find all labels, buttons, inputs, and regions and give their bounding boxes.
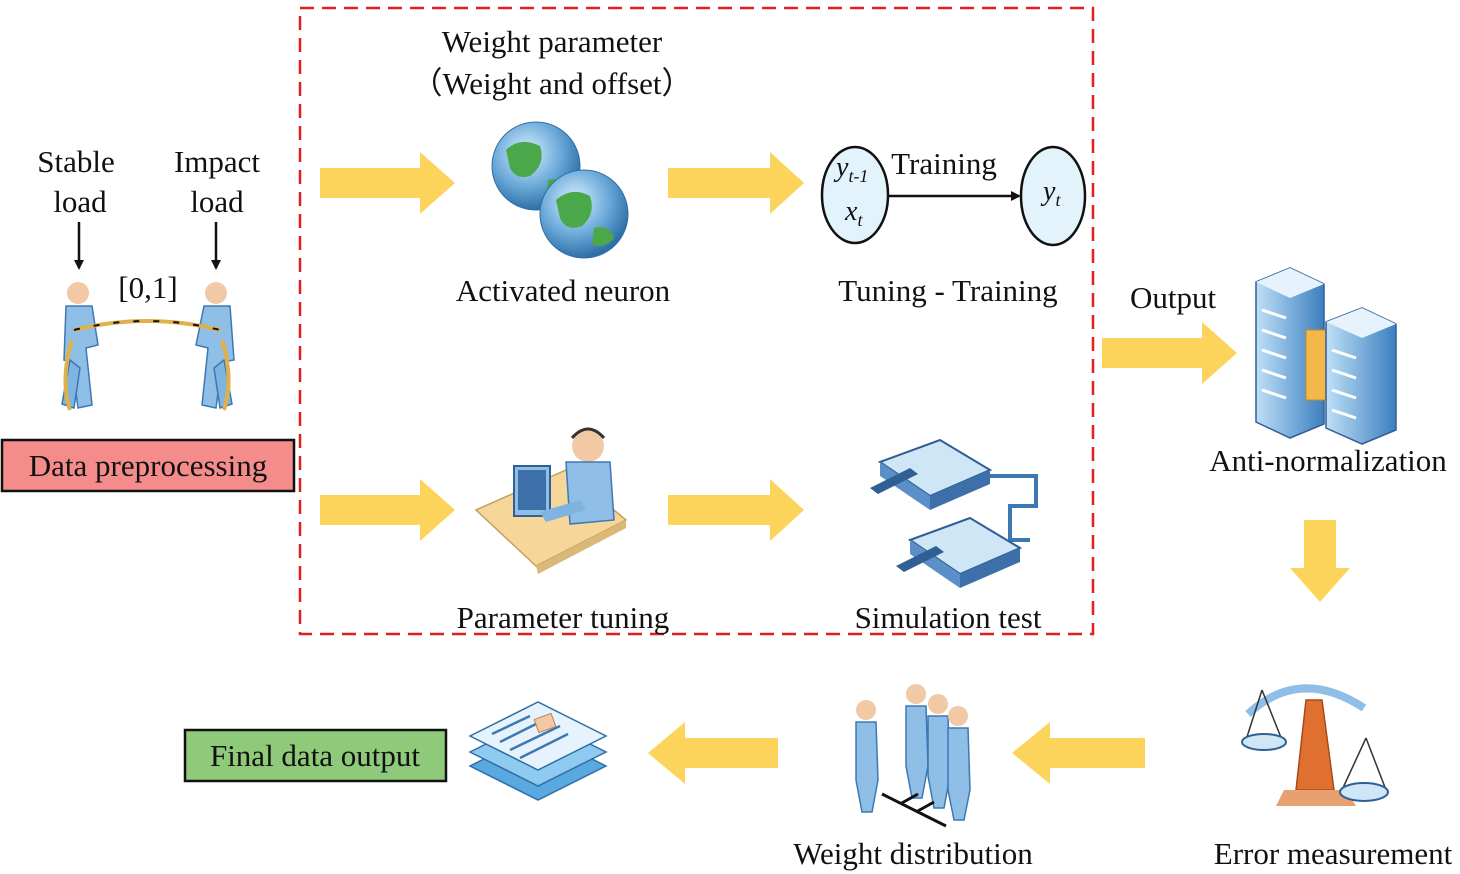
input-node xyxy=(820,145,890,245)
data-preprocessing-label: Data preprocessing xyxy=(29,448,267,483)
y-t-symbol: yt xyxy=(1040,176,1061,210)
tuning-training-label: Tuning - Training xyxy=(838,273,1057,308)
weight-distribution-label: Weight distribution xyxy=(793,836,1033,871)
operator-at-desk-icon xyxy=(474,427,628,574)
simulation-test-label: Simulation test xyxy=(855,600,1042,635)
arrow-to-simulation-test xyxy=(668,479,804,541)
processing-region-border xyxy=(298,6,1095,636)
weight-offset-label: （Weight and offset） xyxy=(411,66,692,101)
arrow-to-anti-normalization xyxy=(1102,322,1237,384)
impact-load-label-line2: load xyxy=(190,184,244,219)
balance-scale-icon xyxy=(1241,684,1389,806)
arrow-to-activated-neuron xyxy=(320,152,455,214)
data-preprocessing-box xyxy=(0,438,296,493)
arrow-to-weight-distribution xyxy=(1012,722,1145,784)
globe-icon xyxy=(491,121,629,259)
people-group-icon xyxy=(855,684,971,828)
server-icon xyxy=(1255,267,1397,445)
stable-load-label-line1: Stable xyxy=(37,144,115,179)
final-data-output-label: Final data output xyxy=(210,738,420,773)
impact-load-label-line1: Impact xyxy=(174,144,260,179)
output-node xyxy=(1019,145,1087,247)
documents-stack-icon xyxy=(468,701,608,801)
y-prev-symbol: yt-1 xyxy=(833,152,868,186)
final-data-output-box xyxy=(183,728,448,783)
weight-parameter-label: Weight parameter xyxy=(442,24,663,59)
telephone-icon xyxy=(870,438,1038,588)
arrow-to-error-measurement xyxy=(1290,520,1350,602)
tug-of-war-icon xyxy=(61,282,235,411)
activated-neuron-label: Activated neuron xyxy=(456,273,671,308)
error-measurement-label: Error measurement xyxy=(1214,836,1453,871)
stable-load-label-line2: load xyxy=(53,184,107,219)
arrow-to-tuning-training xyxy=(668,152,804,214)
arrow-to-final-output xyxy=(648,722,778,784)
range-label: [0,1] xyxy=(118,270,177,305)
training-label: Training xyxy=(891,146,997,181)
arrow-to-parameter-tuning xyxy=(320,479,455,541)
anti-normalization-label: Anti-normalization xyxy=(1209,443,1447,478)
x-t-symbol: xt xyxy=(844,196,863,230)
parameter-tuning-label: Parameter tuning xyxy=(457,600,670,635)
output-label: Output xyxy=(1130,280,1217,315)
